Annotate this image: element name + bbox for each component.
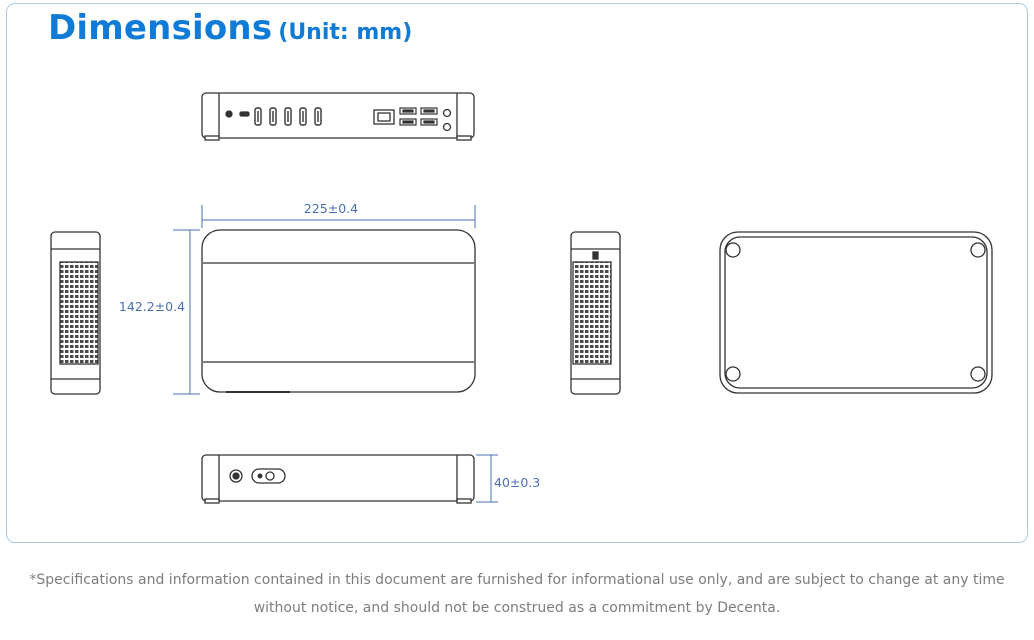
top-view (201, 229, 476, 393)
front-view (201, 454, 475, 504)
dc-jack-icon (225, 110, 233, 118)
vent-grille-icon-right (572, 261, 612, 365)
title-unit: (Unit: mm) (278, 20, 413, 45)
width-dimension (201, 205, 476, 228)
depth-dimension (173, 229, 200, 395)
disclaimer-footnote: *Specifications and information containe… (0, 566, 1034, 622)
bottom-view (719, 231, 993, 394)
title-main: Dimensions (48, 8, 273, 48)
front-usb-panel-icon (251, 468, 286, 484)
footnote-line-1: *Specifications and information containe… (29, 572, 1005, 588)
hdmi-ports (254, 107, 322, 126)
left-side-view (50, 231, 101, 395)
depth-label: 142.2±0.4 (119, 299, 185, 314)
content-frame (6, 3, 1028, 543)
height-dimension (476, 454, 498, 503)
usb-a-ports (399, 107, 438, 126)
height-label: 40±0.3 (494, 475, 540, 490)
width-label: 225±0.4 (304, 201, 358, 216)
rubber-foot-icon (725, 242, 741, 258)
power-button-icon (229, 469, 243, 483)
right-side-view (570, 231, 621, 395)
ethernet-port-icon (373, 109, 395, 125)
usb-c-port-icon (239, 111, 250, 117)
lock-slot-icon (592, 251, 599, 260)
page-title: Dimensions(Unit: mm) (48, 8, 412, 48)
back-view (201, 92, 475, 141)
audio-jack-icon (442, 108, 452, 118)
footnote-line-2: without notice, and should not be constr… (253, 600, 781, 616)
vent-grille-icon (59, 261, 99, 365)
dimension-drawing: 225±0.4 142.2±0.4 (50, 92, 993, 504)
